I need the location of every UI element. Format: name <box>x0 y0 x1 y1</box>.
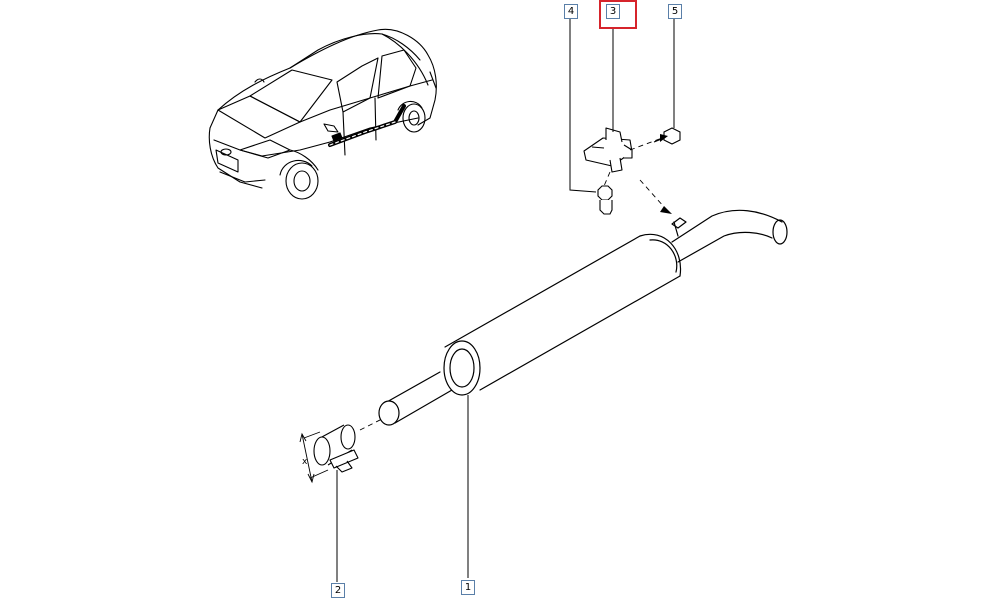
arrow-heads <box>660 134 672 214</box>
leader-lines <box>336 19 675 582</box>
callout-4[interactable]: 4 <box>564 4 578 19</box>
callout-5[interactable]: 5 <box>668 4 682 19</box>
bolt-part-5 <box>653 127 681 145</box>
bolt-part-4 <box>597 185 613 215</box>
bracket-part <box>583 127 633 173</box>
assembly-lines <box>359 137 666 431</box>
callout-3[interactable]: 3 <box>606 4 620 19</box>
clamp-part <box>313 424 359 473</box>
car-illustration <box>208 28 437 200</box>
dimension-mark <box>299 431 329 484</box>
callout-2[interactable]: 2 <box>331 583 345 598</box>
dimension-label: x <box>302 457 308 467</box>
callout-1[interactable]: 1 <box>461 580 475 595</box>
silencer-assembly <box>378 209 788 426</box>
